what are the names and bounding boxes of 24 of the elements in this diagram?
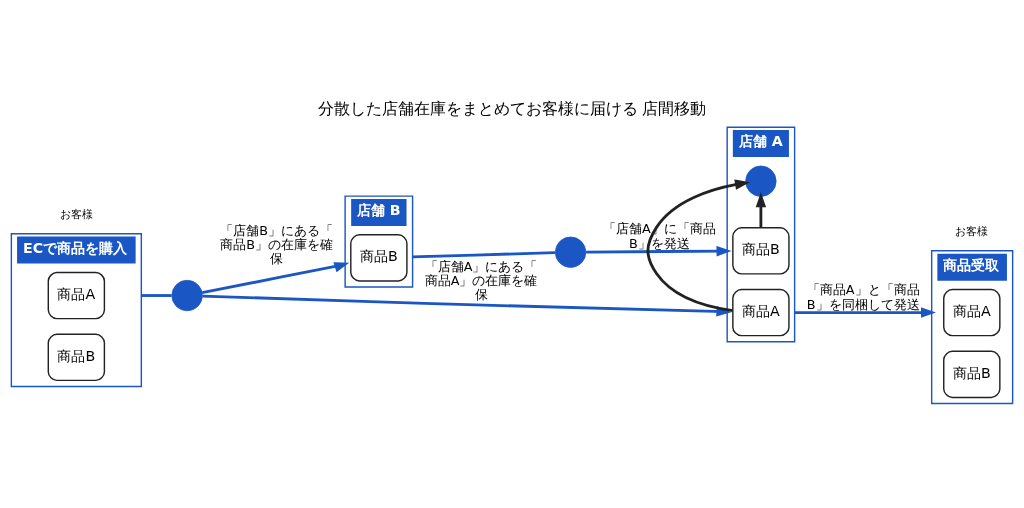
- edge-label: 「商品A」と「商品B」を同梱して発送: [806, 282, 920, 312]
- node-box: 商品B: [732, 227, 790, 275]
- connector: [412, 251, 556, 259]
- diagram-title: 分散した店舗在庫をまとめてお客様に届ける 店間移動: [317, 100, 707, 119]
- node-box: 商品A: [943, 288, 1001, 337]
- node-circle: [745, 165, 777, 197]
- node-box: 商品A: [47, 271, 106, 320]
- label: お客様: [955, 224, 989, 239]
- edge-label: 「店舗A」に「商品B」を発送: [602, 221, 716, 251]
- node-circle: [171, 279, 203, 312]
- arrow: [646, 179, 750, 313]
- arrow: [586, 245, 732, 257]
- arrow: [201, 262, 350, 295]
- node-box: 商品B: [47, 333, 106, 382]
- node-box: 商品A: [732, 288, 790, 337]
- node-box: 商品B: [943, 350, 1001, 399]
- arrow: [794, 307, 936, 318]
- edge-label: 「店舗A」にある「商品A」の在庫を確保: [424, 258, 538, 303]
- node-circle: [554, 236, 587, 268]
- edge-label: 「店舗B」にある「商品B」の在庫を確保: [220, 222, 333, 267]
- arrow: [755, 192, 767, 228]
- node-box: 商品B: [350, 234, 408, 282]
- connector: [141, 294, 172, 297]
- label: お客様: [59, 207, 93, 221]
